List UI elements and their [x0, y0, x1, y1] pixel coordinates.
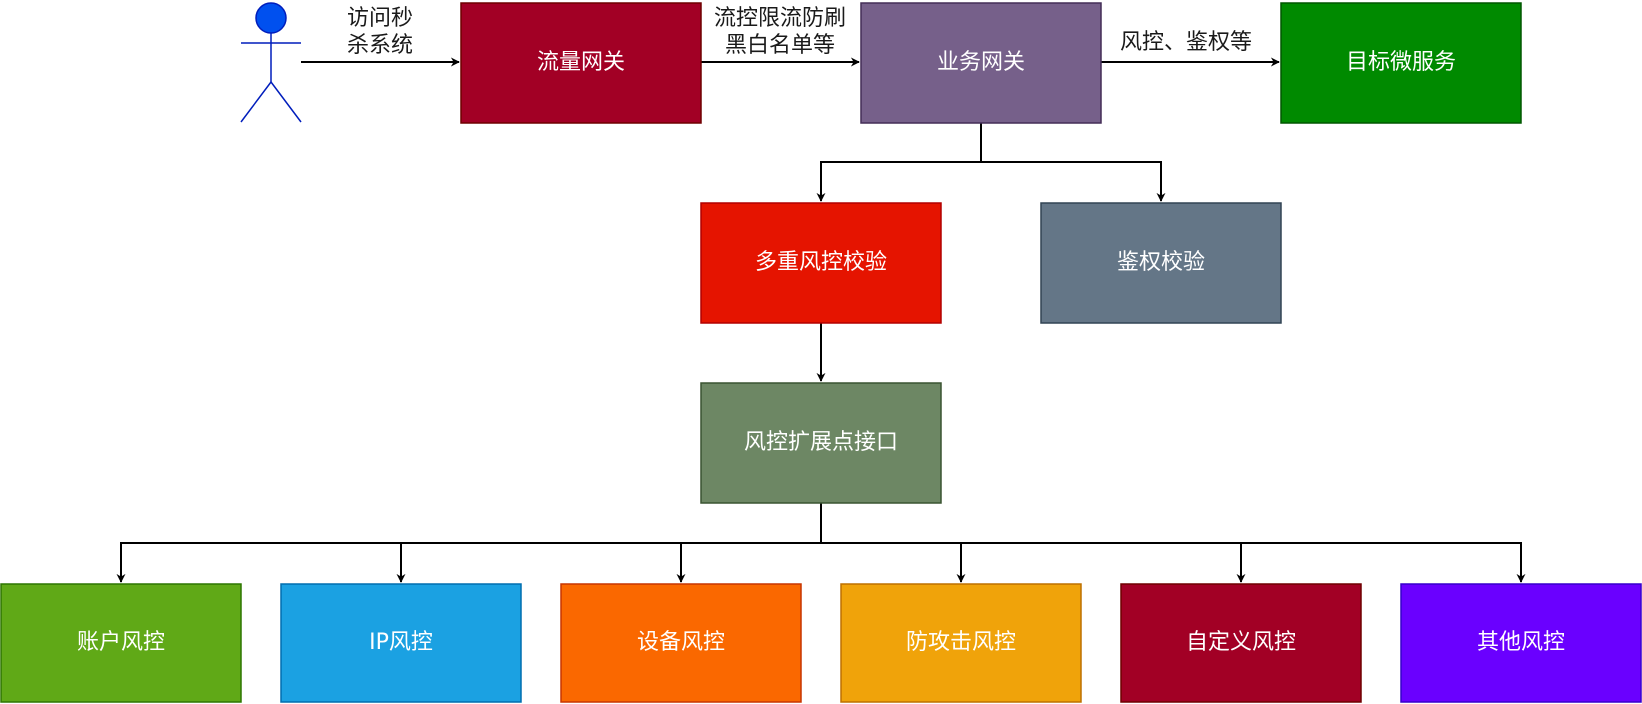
- edge-label-throttle-line2: 黑白名单等: [725, 33, 835, 58]
- node-label-business-gateway: 业务网关: [937, 50, 1025, 75]
- node-account-risk: 账户风控: [0, 583, 242, 703]
- node-custom-risk: 自定义风控: [1120, 583, 1362, 703]
- node-traffic-gateway: 流量网关: [460, 2, 702, 124]
- node-label-other-risk: 其他风控: [1477, 630, 1565, 655]
- edge-label-visit-line1: 访问秒: [347, 6, 413, 31]
- edge-label-throttle-line1: 流控限流防刷: [714, 6, 846, 31]
- edge-extension-to-ip-risk: [396, 542, 821, 583]
- edge-extension-to-anti-attack-risk: [821, 542, 966, 583]
- edge-label-visit-line2: 杀系统: [347, 33, 413, 58]
- node-ip-risk: IP风控: [280, 583, 522, 703]
- node-multi-risk-check: 多重风控校验: [700, 202, 942, 324]
- edge-extension-to-device-risk: [676, 542, 821, 583]
- edge-business-to-auth-check: [980, 123, 1166, 202]
- node-other-risk: 其他风控: [1400, 583, 1642, 703]
- node-label-ip-risk: IP风控: [369, 630, 433, 655]
- edge-business-to-multi-risk: [816, 123, 982, 202]
- node-device-risk: 设备风控: [560, 583, 802, 703]
- node-label-anti-attack-risk: 防攻击风控: [906, 630, 1016, 655]
- node-label-traffic-gateway: 流量网关: [537, 50, 625, 75]
- node-business-gateway: 业务网关: [860, 2, 1102, 124]
- node-auth-check: 鉴权校验: [1040, 202, 1282, 324]
- user-actor-icon: [240, 2, 302, 123]
- edge-extension-to-custom-risk: [821, 542, 1246, 583]
- node-label-account-risk: 账户风控: [77, 630, 165, 655]
- node-label-target-service: 目标微服务: [1346, 50, 1456, 75]
- edge-label-risk-auth: 风控、鉴权等: [1120, 30, 1252, 55]
- node-anti-attack-risk: 防攻击风控: [840, 583, 1082, 703]
- node-target-service: 目标微服务: [1280, 2, 1522, 124]
- node-label-device-risk: 设备风控: [637, 630, 725, 655]
- node-label-auth-check: 鉴权校验: [1117, 250, 1205, 275]
- node-label-multi-risk-check: 多重风控校验: [755, 250, 887, 275]
- node-label-risk-extension-interface: 风控扩展点接口: [744, 430, 898, 455]
- edge-extension-to-other-risk: [821, 542, 1526, 583]
- node-risk-extension-interface: 风控扩展点接口: [700, 382, 942, 504]
- node-label-custom-risk: 自定义风控: [1186, 630, 1296, 655]
